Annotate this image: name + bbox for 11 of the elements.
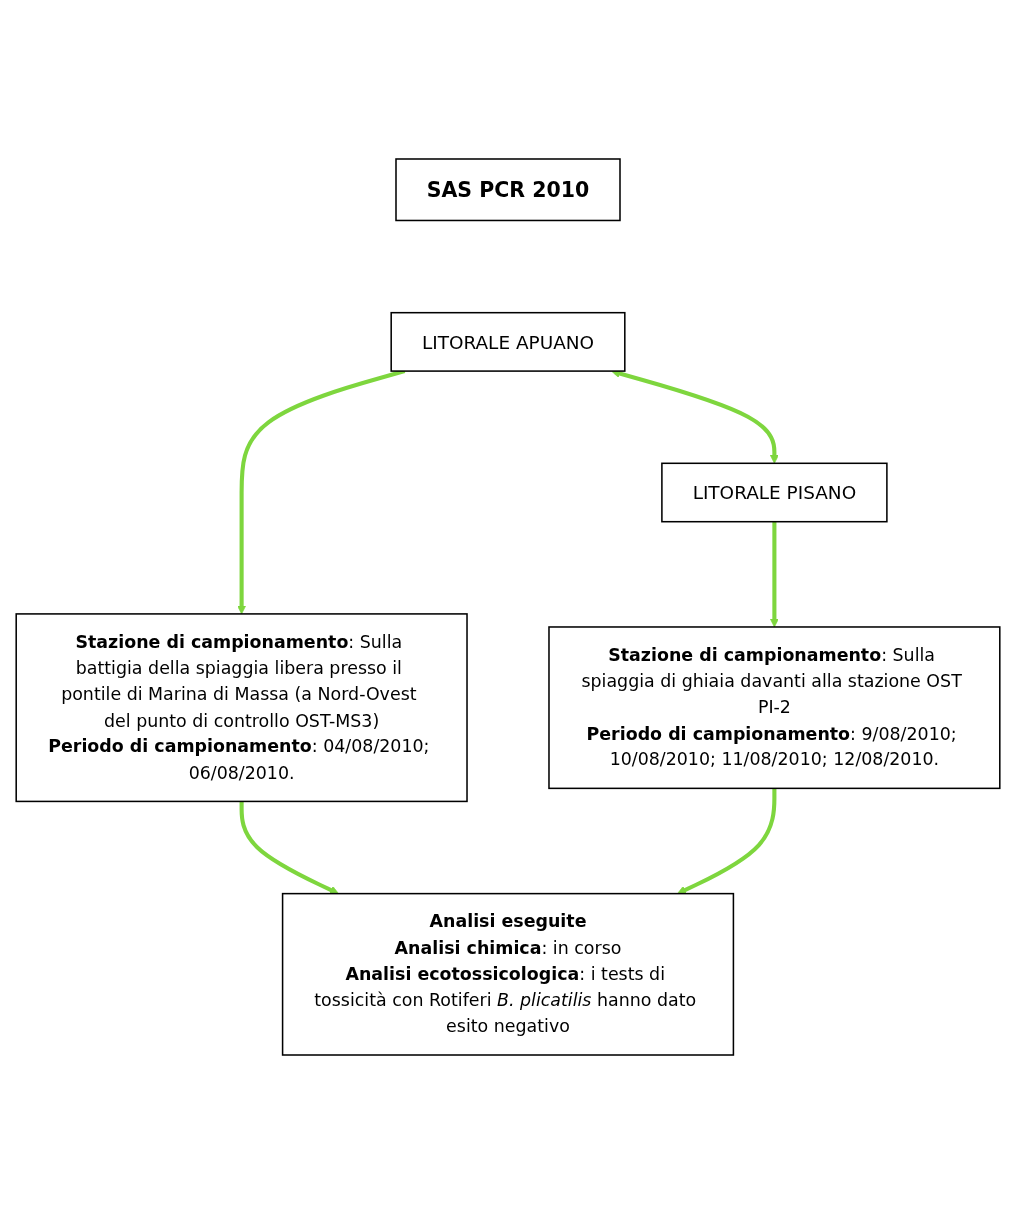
arrow bbox=[239, 801, 339, 895]
arrow bbox=[237, 369, 406, 615]
node-box: LITORALE PISANO bbox=[661, 462, 888, 523]
arrow bbox=[769, 521, 779, 628]
node-box: LITORALE APUANO bbox=[390, 311, 626, 372]
node-box: Analisi eseguite Analisi chimica: in corso Analisi ecotossicologica: i tests di tossicità con Rotiferi B. plicatilis hanno dato esito negativo bbox=[281, 892, 735, 1056]
arrow bbox=[677, 788, 777, 895]
arrow bbox=[611, 369, 779, 464]
node-box: Stazione di campionamento: Sulla spiaggia di ghiaia davanti alla stazione OST PI-2 Periodo di campionamento: 9/08/2010; 10/08/2010; 11/08/2010; 12/08/2010. bbox=[548, 626, 1001, 790]
node-box: Stazione di campionamento: Sulla battigia della spiaggia libera presso il pontile di Marina di Massa (a Nord-Ovest del punto di controllo OST-MS3) Periodo di campionamento: 04/08/2010; 06/08/2010. bbox=[15, 613, 468, 803]
node-box: SAS PCR 2010 bbox=[395, 158, 621, 222]
